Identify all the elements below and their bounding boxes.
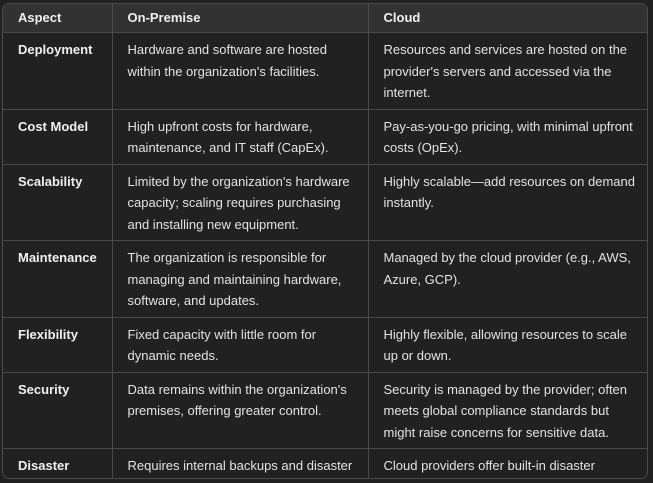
table-row: Disaster Recovery Requires internal back… — [3, 448, 647, 478]
aspect-cell: Disaster Recovery — [3, 448, 112, 478]
aspect-cell: Scalability — [3, 163, 112, 241]
table-header: Aspect On-Premise Cloud — [3, 4, 647, 33]
column-header-aspect: Aspect — [3, 4, 112, 33]
table-row: Deployment Hardware and software are hos… — [3, 32, 647, 109]
cloud-cell: Cloud providers offer built-in disaster … — [367, 448, 647, 478]
aspect-cell: Flexibility — [3, 316, 112, 372]
column-header-cloud: Cloud — [367, 4, 647, 33]
aspect-cell: Security — [3, 371, 112, 449]
cloud-cell: Security is managed by the provider; oft… — [367, 371, 647, 449]
aspect-cell: Deployment — [18, 42, 93, 57]
comparison-table-grid: Aspect On-Premise Cloud Deployment Hardw… — [3, 4, 647, 478]
on-premise-cell: The organization is responsible for mana… — [111, 240, 368, 317]
on-premise-cell: Data remains within the organization's p… — [111, 371, 368, 449]
comparison-table: Aspect On-Premise Cloud Deployment Hardw… — [2, 3, 648, 479]
on-premise-cell: High upfront costs for hardware, mainten… — [111, 108, 368, 164]
cloud-cell: Managed by the cloud provider (e.g., AWS… — [367, 240, 647, 317]
table-row: Maintenance The organization is responsi… — [3, 240, 647, 317]
aspect-cell: Cost Model — [3, 108, 112, 164]
cloud-cell: Highly scalable—add resources on demand … — [367, 163, 647, 241]
column-header-on-premise: On-Premise — [111, 4, 368, 33]
table-row: Scalability Limited by the organization'… — [3, 163, 647, 241]
on-premise-cell: Fixed capacity with little room for dyna… — [111, 316, 368, 372]
table-row: Cost Model High upfront costs for hardwa… — [3, 108, 647, 164]
cloud-cell: Resources and services are hosted on the… — [367, 32, 647, 109]
header-row: Aspect On-Premise Cloud — [3, 4, 647, 33]
cloud-cell: Highly flexible, allowing resources to s… — [367, 316, 647, 372]
on-premise-cell: Requires internal backups and disaster r… — [111, 448, 368, 478]
cloud-cell: Pay-as-you-go pricing, with minimal upfr… — [367, 108, 647, 164]
on-premise-cell: Hardware and software are hosted within … — [111, 32, 368, 109]
aspect-cell: Maintenance — [3, 240, 112, 317]
table-body: Deployment Hardware and software are hos… — [3, 32, 647, 478]
on-premise-cell: Limited by the organization's hardware c… — [111, 163, 368, 241]
table-row: Security Data remains within the organiz… — [3, 371, 647, 449]
table-row: Flexibility Fixed capacity with little r… — [3, 316, 647, 372]
